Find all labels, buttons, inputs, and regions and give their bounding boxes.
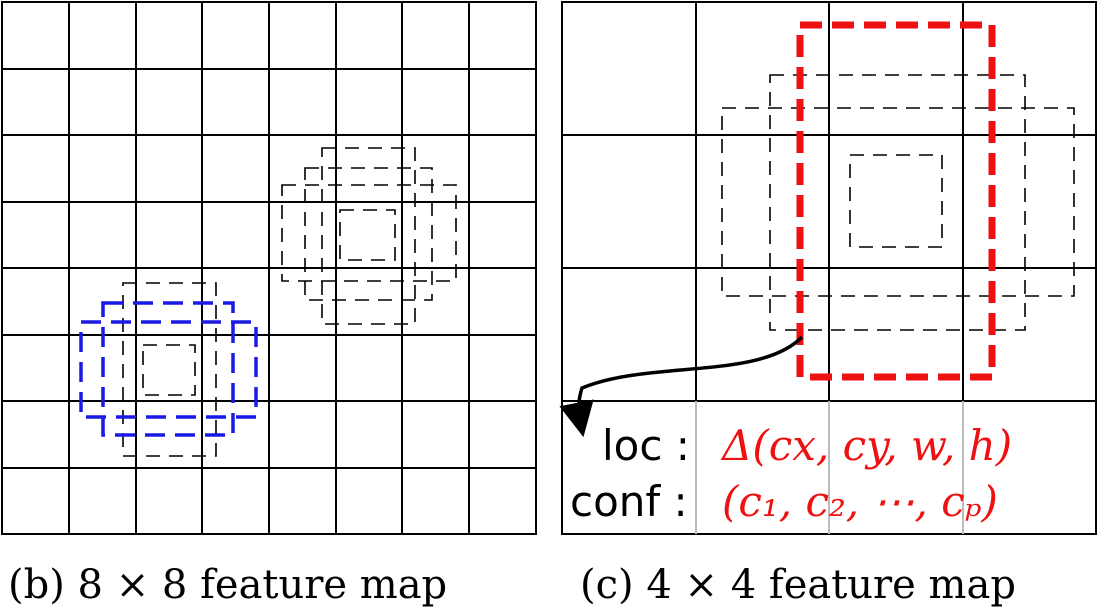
- conf-label: conf :: [570, 477, 688, 526]
- loc-label: loc :: [602, 421, 690, 470]
- default-boxes-upper-right: [281, 147, 457, 325]
- matched-box-red: [796, 21, 996, 381]
- default-boxes-4x4: [721, 21, 1075, 381]
- matched-box-blue-wide: [79, 320, 258, 419]
- default-boxes-lower-left: [79, 282, 258, 457]
- conf-formula: (c₁, c₂, ⋯, cₚ): [722, 477, 998, 526]
- panel-c-4x4: loc : Δ(cx, cy, w, h) conf : (c₁, c₂, ⋯,…: [559, 1, 1097, 608]
- caption-panel-b: (b) 8 × 8 feature map: [8, 562, 447, 608]
- prediction-arrow: [559, 335, 804, 438]
- loc-formula: Δ(cx, cy, w, h): [720, 421, 1012, 470]
- caption-panel-c: (c) 4 × 4 feature map: [580, 562, 1016, 608]
- panel-b-8x8: (b) 8 × 8 feature map: [1, 1, 537, 608]
- grid-4x4: [561, 1, 1097, 535]
- grid-8x8: [1, 1, 537, 535]
- matched-box-blue: [101, 301, 235, 437]
